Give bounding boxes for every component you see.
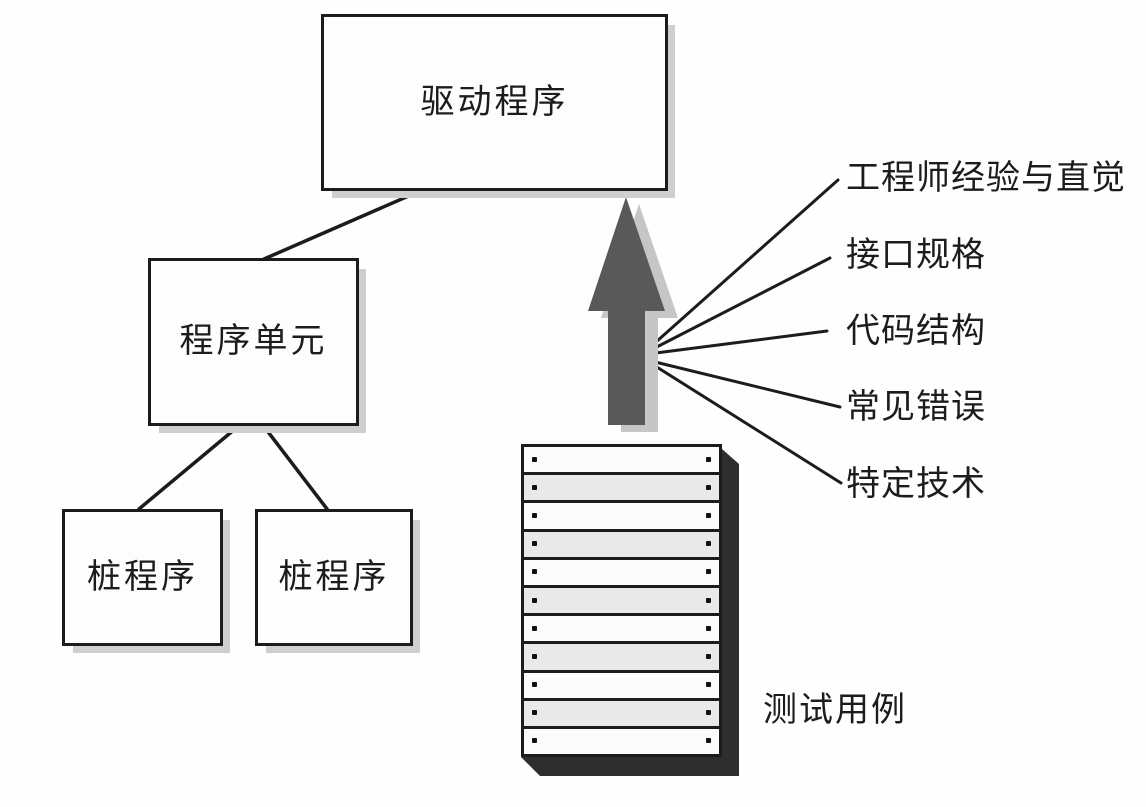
source-label-common-errors: 常见错误	[846, 389, 986, 426]
stack-slat	[524, 728, 719, 755]
stub-box-right-label: 桩程序	[278, 558, 390, 596]
slat-marker-right	[706, 625, 711, 631]
stack-slat	[524, 700, 719, 729]
slat-marker-left	[532, 738, 537, 744]
stub-box-right: 桩程序	[255, 509, 413, 646]
slat-marker-right	[706, 569, 711, 575]
stack-slat	[524, 672, 719, 701]
stack-slat	[524, 447, 719, 476]
stub-box-left: 桩程序	[62, 509, 223, 646]
fan-line-specific-techniques	[650, 362, 843, 485]
slat-marker-left	[532, 682, 537, 688]
slat-marker-left	[532, 456, 537, 462]
slat-marker-left	[532, 541, 537, 547]
slat-marker-left	[532, 710, 537, 716]
slat-marker-right	[706, 512, 711, 518]
slat-marker-left	[532, 484, 537, 490]
slat-marker-right	[706, 653, 711, 659]
stack-slat	[524, 616, 719, 645]
slat-marker-left	[532, 597, 537, 603]
tree-edge-unit-stub-right	[260, 422, 329, 511]
stack-slat	[524, 531, 719, 560]
unit-box: 程序单元	[148, 258, 359, 426]
stack-slat	[524, 559, 719, 588]
slat-marker-right	[706, 682, 711, 688]
slat-marker-left	[532, 512, 537, 518]
test-case-stack-label: 测试用例	[763, 692, 907, 729]
fan-line-experience	[645, 178, 840, 352]
source-label-interface-spec: 接口规格	[846, 237, 986, 274]
stack-slat	[524, 503, 719, 532]
slat-marker-right	[706, 484, 711, 490]
slat-marker-left	[532, 625, 537, 631]
slat-marker-right	[706, 597, 711, 603]
slat-marker-right	[706, 738, 711, 744]
slat-marker-right	[706, 710, 711, 716]
slat-marker-left	[532, 653, 537, 659]
fan-line-code-structure	[646, 329, 829, 356]
test-case-stack-front	[521, 444, 722, 757]
stack-slat	[524, 475, 719, 504]
source-label-code-structure: 代码结构	[846, 313, 986, 350]
source-label-specific-techniques: 特定技术	[846, 466, 986, 503]
stack-slat	[524, 587, 719, 617]
stub-box-left-label: 桩程序	[87, 558, 198, 596]
source-label-experience: 工程师经验与直觉	[846, 160, 1126, 197]
unit-box-label: 程序单元	[179, 323, 328, 360]
stack-slat	[524, 644, 719, 673]
slat-marker-left	[532, 569, 537, 575]
tree-edge-unit-stub-left	[137, 422, 243, 511]
driver-box: 驱动程序	[321, 14, 668, 191]
fan-line-interface-spec	[645, 256, 832, 354]
tree-edge-driver-unit	[262, 189, 422, 261]
slat-marker-right	[706, 541, 711, 547]
fan-line-common-errors	[649, 359, 842, 409]
driver-box-label: 驱动程序	[420, 83, 569, 121]
up-arrow-icon	[588, 197, 665, 425]
slat-marker-right	[706, 456, 711, 462]
